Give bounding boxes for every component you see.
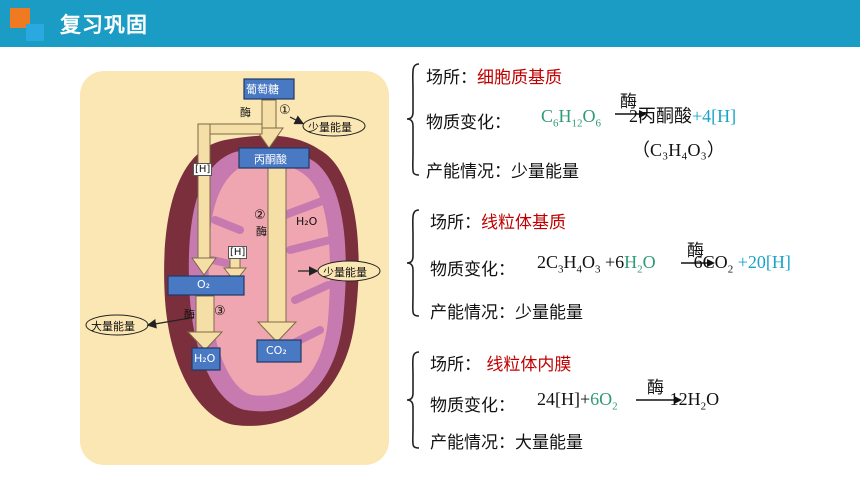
stage3-arrow — [636, 396, 682, 404]
h2o-in-label: H₂O — [296, 215, 318, 228]
brace-1 — [406, 63, 420, 176]
stage2-place: 场所：线粒体基质 — [430, 213, 566, 233]
stage3-enzyme: 酶 — [647, 378, 664, 398]
stage1-arrow — [615, 110, 647, 118]
stage2-change-label: 物质变化： — [430, 260, 515, 280]
logo-orange-square — [10, 8, 30, 28]
h2o-out-label: H₂O — [194, 352, 216, 365]
stage2-energy: 产能情况：少量能量 — [430, 303, 583, 323]
stage1-energy: 产能情况：少量能量 — [426, 162, 579, 182]
stage1-place: 场所：细胞质基质 — [426, 68, 562, 88]
little-energy-label-2: 少量能量 — [323, 266, 367, 279]
stage2-arrow — [681, 259, 715, 267]
h-label-1: [H] — [193, 163, 213, 176]
step-3-label: ③ — [214, 304, 226, 319]
stage2-equation: 2C3H4O3 +6H2O6CO2 +20[H] — [537, 252, 791, 276]
page-title: 复习巩固 — [60, 13, 148, 37]
pyruvate-label: 丙酮酸 — [254, 153, 287, 166]
stage2-enzyme: 酶 — [687, 241, 704, 261]
large-energy-label: 大量能量 — [91, 320, 135, 333]
co2-label: CO₂ — [266, 344, 287, 357]
glucose-label: 葡萄糖 — [246, 83, 279, 96]
stage1-enzyme: 酶 — [620, 92, 637, 112]
header-bar — [0, 0, 860, 47]
brace-2 — [406, 209, 420, 317]
brace-3 — [406, 351, 420, 449]
enzyme-label-2: 酶 — [256, 225, 267, 238]
h-label-2: [H] — [228, 246, 248, 259]
stage3-change-label: 物质变化： — [430, 396, 515, 416]
enzyme-label-3: 酶 — [184, 308, 195, 321]
stage1-pyruvate-formula: （C₃H₄O₃） — [632, 140, 725, 160]
step-2-label: ② — [254, 208, 266, 223]
stage3-place: 场所： 线粒体内膜 — [430, 355, 572, 375]
enzyme-label-1: 酶 — [240, 106, 251, 119]
stage3-energy: 产能情况：大量能量 — [430, 433, 583, 453]
stage1-change-label: 物质变化： — [426, 113, 511, 133]
step-1-label: ① — [279, 103, 291, 118]
little-energy-label-1: 少量能量 — [308, 121, 352, 134]
o2-label: O₂ — [197, 278, 211, 291]
logo-blue-square — [26, 24, 44, 41]
